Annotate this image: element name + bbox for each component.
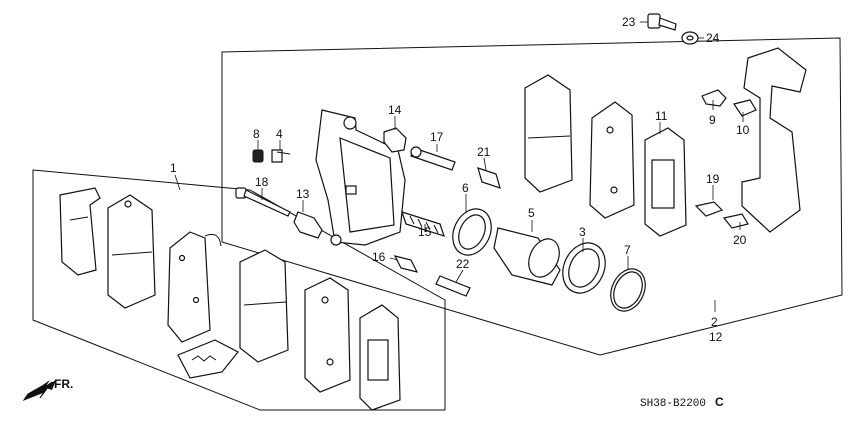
pad-grease-packet	[177, 339, 239, 379]
bleeder-screw	[271, 149, 291, 163]
callout-22: 22	[456, 257, 470, 271]
callout-20: 20	[733, 233, 747, 247]
pin-boot-upper	[383, 127, 407, 153]
callout-12: 12	[709, 330, 723, 344]
pad-shim-inner-b	[359, 304, 401, 411]
pad-shim-inner-a	[304, 277, 351, 393]
callout-13: 13	[296, 187, 310, 201]
diagram-code: SH38-B2200	[640, 398, 706, 410]
bracket-bolt	[647, 13, 677, 31]
callout-5: 5	[528, 206, 535, 220]
piston-seal-boot	[562, 242, 606, 294]
caliper-bracket	[741, 47, 807, 233]
callout-18: 18	[255, 175, 269, 189]
pin-boot-lower	[293, 211, 323, 239]
piston-boot	[452, 208, 492, 256]
pad-shim-right-a	[524, 74, 573, 193]
direction-label: FR.	[54, 377, 73, 391]
callout-15: 15	[418, 225, 432, 239]
leader-lines	[174, 21, 744, 312]
piston-seal	[610, 268, 646, 312]
pad-retainer-clip-upper-b	[733, 99, 757, 117]
bleeder-cap	[252, 149, 264, 163]
callout-3: 3	[579, 225, 586, 239]
callout-9: 9	[709, 113, 716, 127]
pin-bolt-long	[235, 187, 291, 217]
callout-1: 1	[170, 161, 177, 175]
guide-pin-lower	[401, 211, 445, 237]
brake-pad-wear-indicator	[167, 231, 222, 343]
brake-pad-outer	[107, 194, 156, 309]
pad-shim-outer	[59, 187, 101, 276]
callout-19: 19	[706, 172, 720, 186]
pin-sleeve-lower	[435, 275, 471, 297]
callout-14: 14	[388, 103, 402, 117]
caliper-assembly-frame	[221, 37, 843, 356]
callout-4: 4	[276, 127, 283, 141]
front-direction-arrow	[22, 380, 56, 402]
pad-shim-right-b	[644, 127, 687, 237]
callout-7: 7	[624, 243, 631, 257]
pin-boot-small	[393, 255, 419, 273]
pad-retainer-clip-upper	[701, 89, 727, 107]
callout-2: 2	[711, 315, 718, 329]
revision-mark: C	[715, 395, 724, 409]
callout-16: 16	[372, 250, 386, 264]
brake-pad-inner	[239, 249, 289, 363]
pin-sleeve	[477, 167, 501, 189]
pad-set-frame	[32, 169, 446, 411]
callout-6: 6	[462, 181, 469, 195]
callout-17: 17	[430, 130, 444, 144]
callout-11: 11	[655, 109, 668, 123]
callout-24: 24	[706, 31, 720, 45]
callout-8: 8	[253, 127, 260, 141]
guide-pin-upper	[410, 146, 456, 171]
brake-pad-right	[589, 101, 635, 219]
callout-21: 21	[477, 145, 491, 159]
callout-23: 23	[622, 15, 636, 29]
pad-retainer-clip-lower-b	[722, 213, 749, 229]
bracket-washer	[681, 31, 699, 45]
callout-10: 10	[736, 123, 750, 137]
pad-retainer-clip-lower	[694, 201, 724, 217]
caliper-body	[315, 109, 406, 246]
piston	[493, 227, 561, 286]
